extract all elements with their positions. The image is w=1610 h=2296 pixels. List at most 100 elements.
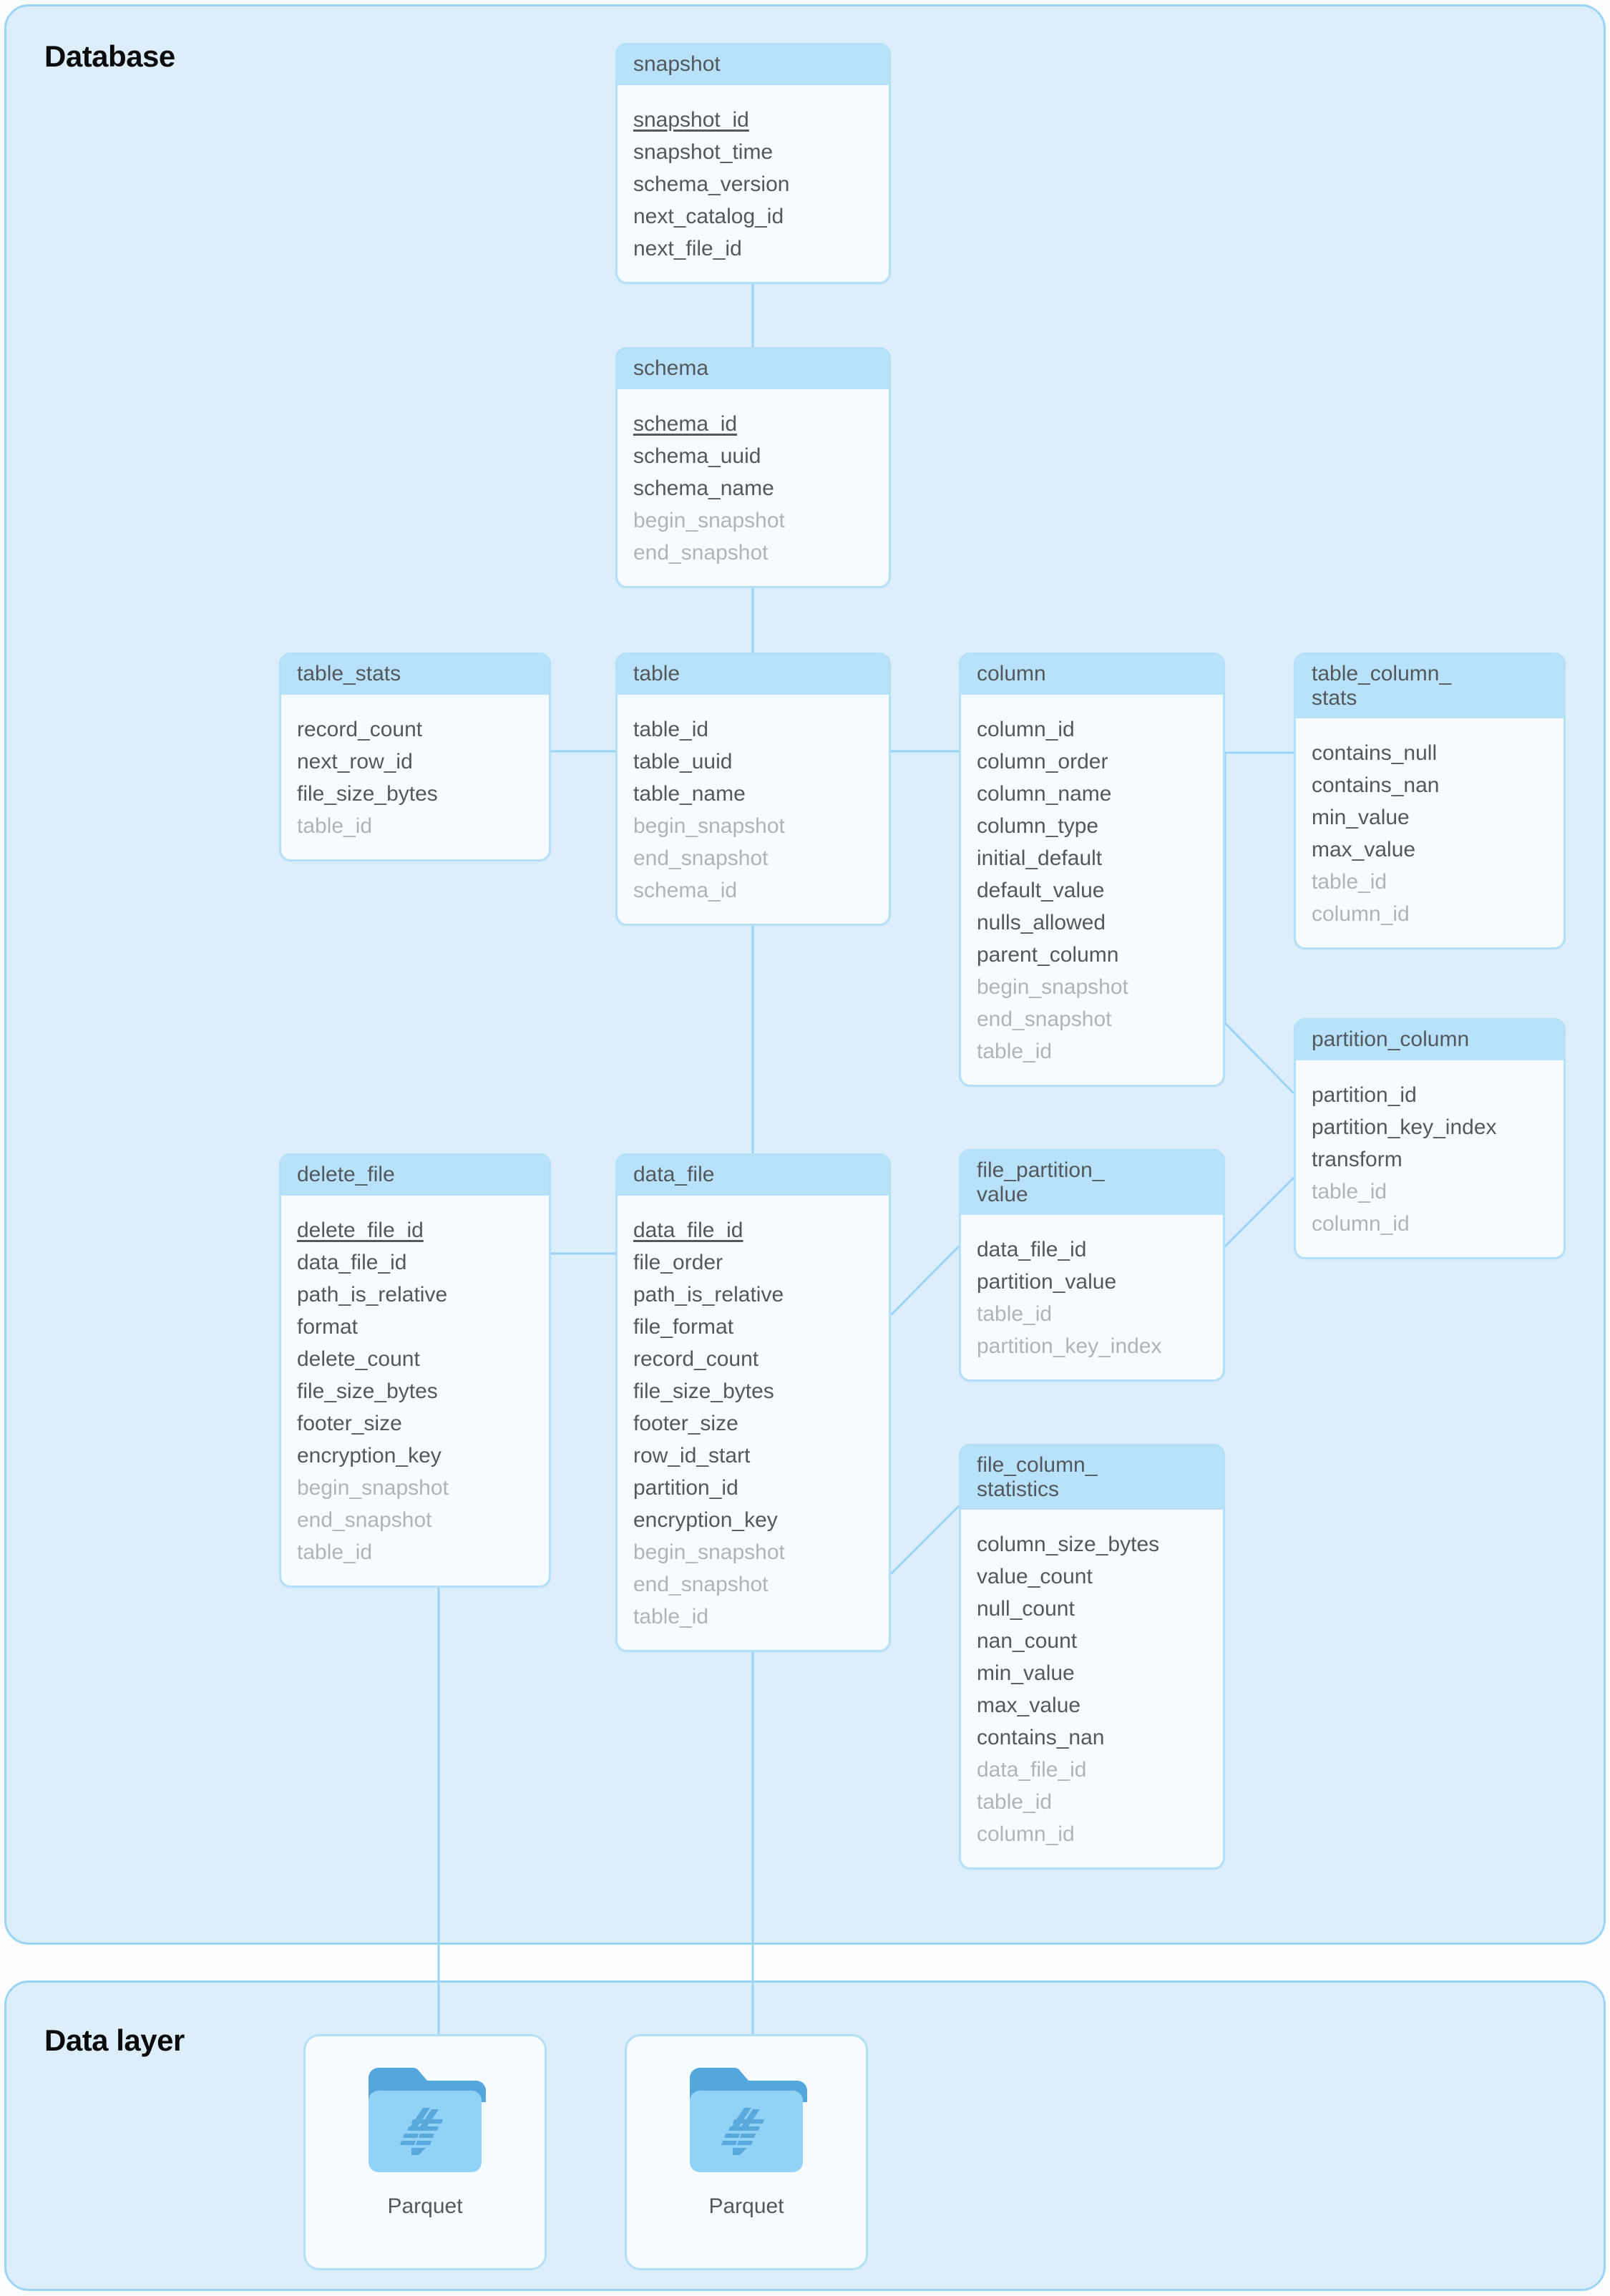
attribute-foreign-key: end_snapshot [977,1007,1112,1031]
attribute: schema_name [633,476,774,500]
entity-table-title: table [618,655,889,695]
attribute: column_type [977,814,1099,838]
attribute: default_value [977,878,1105,902]
attribute-foreign-key: schema_id [633,878,738,902]
database-layer-title: Database [44,39,175,73]
entity-data-file[interactable]: data_file data_file_id file_order path_is_… [615,1153,891,1652]
attribute: snapshot_time [633,140,774,164]
attribute-foreign-key: begin_snapshot [633,1540,785,1564]
attribute-foreign-key: partition_key_index [977,1334,1162,1359]
attribute-foreign-key: column_id [1312,902,1410,927]
attribute: file_format [633,1314,734,1339]
attribute: column_size_bytes [977,1533,1160,1557]
attribute: value_count [977,1565,1093,1589]
attribute: initial_default [977,846,1103,870]
attribute-foreign-key: table_id [1312,870,1387,894]
attribute-foreign-key: table_id [977,1790,1053,1814]
attribute: next_row_id [297,749,413,773]
attribute: null_count [977,1597,1075,1621]
attribute: table_name [633,781,746,806]
entity-file-column-statistics[interactable]: file_column_statistics column_size_bytes… [959,1444,1225,1870]
attribute: row_id_start [633,1443,751,1467]
attribute: record_count [633,1347,759,1371]
entity-snapshot-title: snapshot [618,45,889,85]
entity-file-column-statistics-title: file_column_statistics [961,1446,1223,1510]
attribute: contains_nan [977,1726,1105,1750]
entity-delete-file-title: delete_file [281,1156,549,1196]
attribute: min_value [1312,806,1410,830]
entity-title-line: statistics [977,1477,1060,1501]
attribute: contains_null [1312,741,1438,766]
attribute: next_catalog_id [633,204,784,228]
attribute-primary-key: snapshot_id [633,107,749,132]
entity-title-line: value [977,1182,1028,1206]
entity-partition-column-title: partition_column [1296,1020,1563,1060]
entity-table-stats-title: table_stats [281,655,549,695]
attribute: schema_version [633,172,790,196]
attribute: delete_count [297,1347,420,1371]
attribute-foreign-key: table_id [297,1540,373,1564]
attribute-foreign-key: table_id [1312,1179,1387,1203]
attribute: max_value [977,1694,1081,1718]
attribute-primary-key: delete_file_id [297,1218,424,1242]
attribute: partition_id [633,1475,738,1500]
attribute-foreign-key: end_snapshot [633,846,769,870]
attribute: column_order [977,749,1108,773]
attribute: file_size_bytes [297,781,438,806]
parquet-card-1[interactable]: Parquet [303,2034,547,2270]
attribute-foreign-key: table_id [633,1604,709,1628]
attribute: encryption_key [297,1443,441,1467]
attribute: partition_key_index [1312,1115,1497,1139]
attribute: data_file_id [297,1250,407,1274]
attribute-foreign-key: table_id [297,814,373,838]
attribute-foreign-key: end_snapshot [297,1508,432,1532]
parquet-card-2-label: Parquet [708,2194,784,2218]
attribute-foreign-key: begin_snapshot [297,1475,449,1500]
attribute-foreign-key: column_id [1312,1211,1410,1236]
attribute-primary-key: data_file_id [633,1218,743,1242]
attribute-foreign-key: table_id [977,1302,1053,1327]
attribute: next_file_id [633,236,742,260]
attribute-primary-key: schema_id [633,411,738,436]
attribute: parent_column [977,942,1119,967]
attribute: format [297,1314,358,1339]
entity-table-column-stats-title: table_column_stats [1296,655,1563,719]
attribute: min_value [977,1661,1075,1686]
attribute: nulls_allowed [977,910,1106,934]
entity-data-file-title: data_file [618,1156,889,1196]
attribute: path_is_relative [633,1282,784,1306]
attribute: column_id [977,717,1075,741]
database-layer-container [4,4,1606,1945]
attribute: footer_size [297,1411,402,1435]
parquet-card-2[interactable]: Parquet [625,2034,868,2270]
entity-title-line: table_column_ [1312,662,1452,685]
entity-column-title: column [961,655,1223,695]
attribute: encryption_key [633,1508,778,1532]
attribute: footer_size [633,1411,738,1435]
entity-snapshot[interactable]: snapshot snapshot_id snapshot_time schema_… [615,43,891,284]
attribute-foreign-key: begin_snapshot [633,508,785,532]
attribute: file_order [633,1250,723,1274]
attribute-foreign-key: column_id [977,1822,1075,1847]
attribute-foreign-key: end_snapshot [633,540,769,565]
entity-title-line: stats [1312,685,1357,710]
parquet-card-1-label: Parquet [387,2194,463,2218]
attribute-foreign-key: begin_snapshot [633,814,785,838]
